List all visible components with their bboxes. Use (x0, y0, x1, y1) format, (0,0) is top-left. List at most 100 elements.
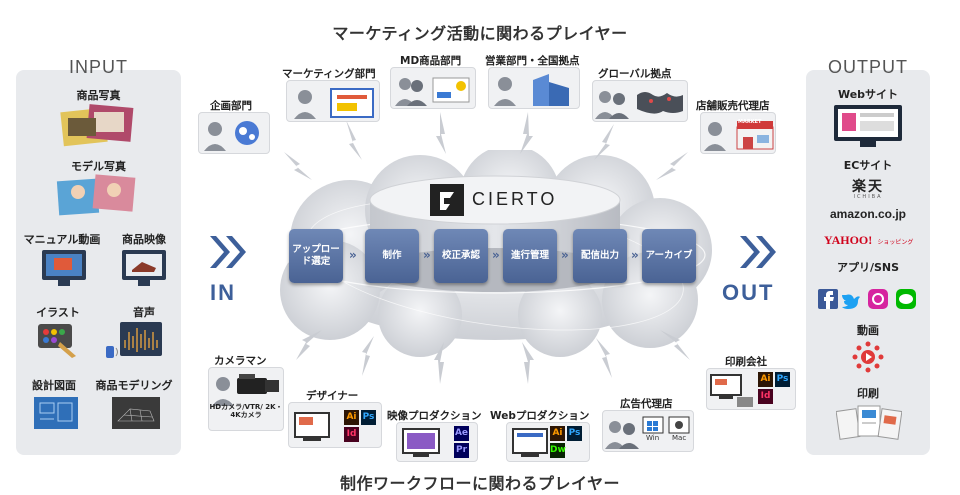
bolt-icon (596, 338, 612, 378)
cierto-logo-icon (430, 184, 464, 220)
after-effects-icon: Ae (454, 426, 469, 441)
sales-card (488, 67, 580, 109)
md-product-card (390, 67, 476, 109)
rakuten-sub: ICHIBA (853, 194, 883, 200)
illustrator-icon: Ai (344, 410, 359, 425)
indesign-icon: Id (344, 427, 359, 442)
camera-types: HDカメラ/VTR/ 2K・4Kカメラ (209, 403, 283, 420)
cameraman-card (208, 367, 284, 431)
step-archive: アーカイブ (642, 229, 696, 283)
output-heading: OUTPUT (828, 57, 908, 77)
bolt-icon (284, 152, 312, 180)
step-arrow-4: » (561, 248, 569, 262)
win-label: Win (646, 434, 660, 442)
bolt-icon (522, 342, 534, 384)
premiere-icon: Pr (454, 443, 469, 458)
illustration-label: イラスト (36, 306, 80, 319)
in-chevron-icon (206, 232, 250, 276)
twitter-icon (842, 294, 860, 309)
product-video-icon (120, 248, 168, 292)
printing-company-label: 印刷会社 (725, 356, 767, 368)
bolt-icon (296, 330, 322, 360)
top-title: マーケティング活動に関わるプレイヤー (332, 24, 628, 43)
website-label: Webサイト (837, 88, 899, 101)
product-video-label: 商品映像 (122, 233, 166, 246)
step-production: 制作 (365, 229, 419, 283)
input-heading: INPUT (69, 57, 128, 77)
website-monitor-icon (832, 103, 904, 153)
illustrator-icon: Ai (758, 372, 773, 387)
modeling-label: 商品モデリング (95, 379, 173, 392)
photoshop-icon: Ps (567, 426, 582, 441)
video-play-icon (852, 341, 884, 377)
ad-agency-label: 広告代理店 (620, 398, 673, 410)
step-arrow-3: » (492, 248, 500, 262)
step-upload: アップロード選定 (289, 229, 343, 283)
print-label: 印刷 (857, 387, 879, 400)
planning-label: 企画部門 (210, 100, 252, 112)
model-photo-icon (56, 174, 140, 220)
ec-site-label: ECサイト (843, 159, 893, 172)
global-label: グローバル拠点 (598, 68, 672, 80)
step-proof: 校正承認 (434, 229, 488, 283)
audio-wave-icon (104, 320, 164, 364)
monitor-video-icon (40, 248, 88, 292)
instagram-icon (868, 289, 888, 309)
out-chevron-icon (736, 232, 780, 276)
bolt-icon (656, 152, 688, 180)
bolt-icon (434, 342, 444, 384)
planning-card (198, 112, 270, 154)
blueprint-icon (32, 395, 80, 435)
retail-agency-card (700, 112, 776, 154)
step-arrow-2: » (423, 248, 431, 262)
audio-label: 音声 (133, 306, 155, 319)
video-production-label: 映像プロダクション (387, 410, 482, 422)
ad-agency-card (602, 410, 694, 452)
mac-label: Mac (672, 434, 687, 442)
dreamweaver-icon: Dw (550, 443, 566, 458)
cameraman-label: カメラマン (214, 355, 267, 367)
model-photo-label: モデル写真 (71, 160, 126, 173)
yahoo-wordmark: YAHOO! (824, 233, 873, 247)
rakuten-logo: 楽天 (852, 179, 884, 195)
step-arrow-5: » (631, 248, 639, 262)
illustrator-icon: Ai (550, 426, 565, 441)
modeling-icon (110, 395, 162, 435)
bottom-title: 制作ワークフローに関わるプレイヤー (339, 474, 621, 493)
step-delivery: 配信出力 (573, 229, 627, 283)
step-progress: 進行管理 (503, 229, 557, 283)
designer-label: デザイナー (306, 390, 359, 402)
photoshop-icon: Ps (775, 372, 790, 387)
yahoo-logo: YAHOO! ショッピング (824, 229, 913, 248)
market-sign-text: MARKET (738, 119, 762, 125)
out-label: OUT (722, 280, 775, 305)
photoshop-icon: Ps (361, 410, 376, 425)
global-card (592, 80, 688, 122)
marketing-card (286, 80, 380, 122)
product-photo-icon (60, 104, 138, 152)
marketing-label: マーケティング部門 (282, 68, 376, 80)
bolt-icon (594, 124, 614, 160)
amazon-logo: amazon.co.jp (829, 207, 906, 221)
product-photo-label: 商品写真 (76, 89, 121, 102)
bolt-icon (660, 330, 690, 360)
sns-icons (816, 287, 920, 315)
cierto-brand: CIERTO (472, 189, 558, 209)
manual-video-label: マニュアル動画 (23, 233, 101, 246)
md-product-label: MD商品部門 (400, 55, 462, 67)
web-production-label: Webプロダクション (490, 410, 590, 422)
palette-icon (36, 320, 80, 364)
designer-card (288, 402, 382, 448)
bolt-icon (346, 120, 362, 160)
indesign-icon: Id (758, 389, 773, 404)
in-label: IN (210, 280, 236, 305)
drawings-label: 設計図面 (32, 379, 76, 392)
sales-label: 営業部門・全国拠点 (485, 55, 580, 67)
yahoo-shopping: ショッピング (877, 239, 914, 246)
video-label: 動画 (857, 324, 879, 337)
bolt-icon (520, 112, 533, 154)
retail-agency-label: 店舗販売代理店 (696, 100, 770, 112)
app-sns-label: アプリ/SNS (836, 261, 900, 274)
step-arrow-1: » (349, 248, 357, 262)
